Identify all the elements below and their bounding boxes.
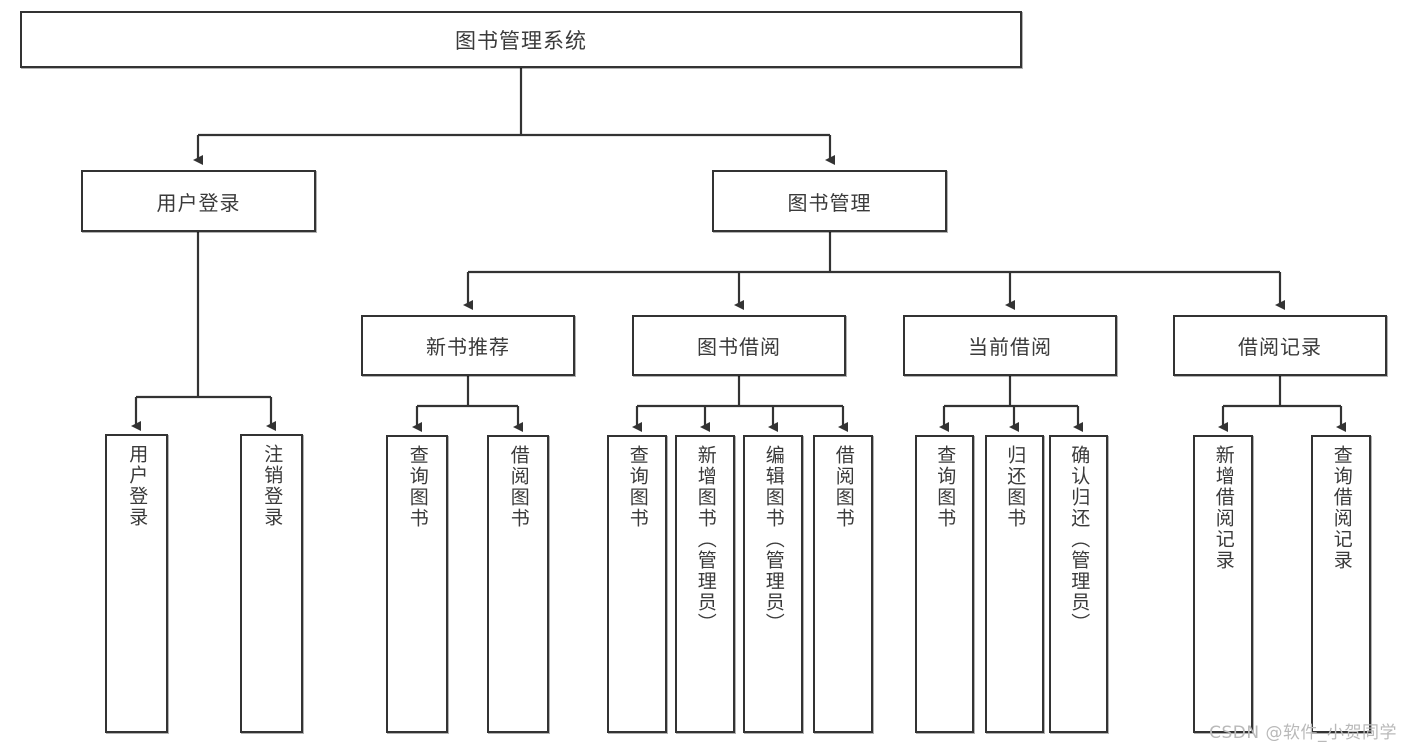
node-root-label: 图书管理系统	[455, 28, 587, 53]
watermark-text: CSDN @软件_小贺同学	[1209, 723, 1397, 743]
leaf-record-add-record-label: 新增借阅记录	[1212, 445, 1235, 571]
leaf-current-return-book[interactable]: 归还图书	[985, 435, 1044, 733]
node-borrow-record[interactable]: 借阅记录	[1173, 315, 1387, 376]
leaf-current-query-book[interactable]: 查询图书	[915, 435, 974, 733]
leaf-record-query-record[interactable]: 查询借阅记录	[1311, 435, 1371, 733]
leaf-user-login-login-label: 用户登录	[126, 444, 149, 528]
node-current-borrow[interactable]: 当前借阅	[903, 315, 1117, 376]
leaf-new-book-borrow-book-label: 借阅图书	[507, 445, 530, 529]
node-current-borrow-label: 当前借阅	[968, 335, 1052, 359]
leaf-user-login-login[interactable]: 用户登录	[105, 434, 168, 733]
leaf-user-login-logout[interactable]: 注销登录	[240, 434, 303, 733]
leaf-borrow-query-book[interactable]: 查询图书	[607, 435, 667, 733]
node-new-book-recommend-label: 新书推荐	[426, 335, 510, 359]
node-book-borrow[interactable]: 图书借阅	[632, 315, 846, 376]
node-book-management-label: 图书管理	[787, 190, 872, 215]
leaf-new-book-query-book-label: 查询图书	[406, 445, 429, 529]
leaf-borrow-borrow-book[interactable]: 借阅图书	[813, 435, 873, 733]
leaf-borrow-add-book-admin-label: 新增图书（管理员）	[694, 445, 717, 634]
leaf-borrow-edit-book-admin[interactable]: 编辑图书（管理员）	[743, 435, 803, 733]
leaf-record-query-record-label: 查询借阅记录	[1330, 445, 1353, 571]
leaf-borrow-add-book-admin[interactable]: 新增图书（管理员）	[675, 435, 735, 733]
node-book-management[interactable]: 图书管理	[712, 170, 947, 232]
leaf-current-confirm-return-admin-label: 确认归还（管理员）	[1068, 445, 1091, 634]
leaf-new-book-borrow-book[interactable]: 借阅图书	[487, 435, 549, 733]
leaf-borrow-query-book-label: 查询图书	[626, 445, 649, 529]
node-user-login[interactable]: 用户登录	[81, 170, 316, 232]
leaf-borrow-borrow-book-label: 借阅图书	[832, 445, 855, 529]
node-borrow-record-label: 借阅记录	[1238, 335, 1322, 359]
node-new-book-recommend[interactable]: 新书推荐	[361, 315, 575, 376]
leaf-borrow-edit-book-admin-label: 编辑图书（管理员）	[762, 445, 785, 634]
leaf-new-book-query-book[interactable]: 查询图书	[386, 435, 448, 733]
node-user-login-label: 用户登录	[156, 190, 241, 215]
leaf-record-add-record[interactable]: 新增借阅记录	[1193, 435, 1253, 733]
leaf-current-return-book-label: 归还图书	[1004, 445, 1027, 529]
leaf-current-confirm-return-admin[interactable]: 确认归还（管理员）	[1049, 435, 1108, 733]
leaf-user-login-logout-label: 注销登录	[261, 444, 284, 528]
leaf-current-query-book-label: 查询图书	[934, 445, 957, 529]
node-book-borrow-label: 图书借阅	[697, 335, 781, 359]
node-root-book-management-system[interactable]: 图书管理系统	[20, 11, 1022, 68]
